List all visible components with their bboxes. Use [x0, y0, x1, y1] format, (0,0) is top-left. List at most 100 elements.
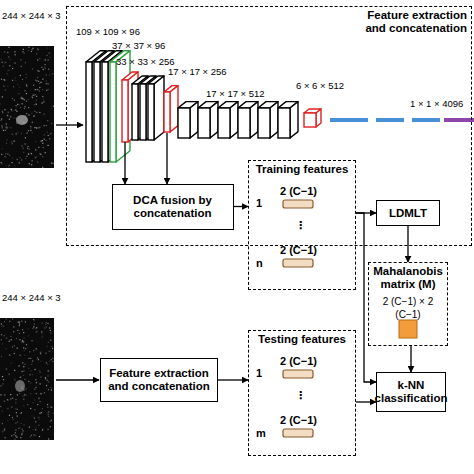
noise-dot [2, 127, 3, 128]
noise-dot [14, 353, 15, 354]
noise-dot [16, 437, 17, 438]
noise-dot [48, 89, 49, 90]
process-box: Feature extraction and concatenation [100, 358, 218, 402]
feature-vector [283, 200, 313, 208]
noise-dot [23, 341, 24, 342]
noise-dot [33, 116, 34, 117]
cnn-slab [148, 76, 164, 140]
slab-front [258, 108, 270, 138]
noise-dot [44, 328, 45, 329]
noise-dot [33, 429, 34, 430]
noise-dot [24, 108, 25, 109]
noise-dot [46, 74, 47, 75]
noise-dot [20, 437, 21, 438]
noise-dot [2, 325, 3, 326]
noise-dot [45, 353, 46, 354]
noise-dot [37, 89, 38, 90]
noise-dot [50, 406, 51, 407]
noise-dot [19, 322, 20, 323]
noise-dot [36, 80, 37, 81]
noise-dot [6, 318, 7, 319]
noise-dot [6, 338, 7, 339]
noise-dot [39, 371, 40, 372]
noise-dot [14, 141, 15, 142]
noise-dot [51, 133, 52, 134]
noise-dot [46, 83, 47, 84]
noise-dot [42, 167, 43, 168]
noise-dot [33, 402, 34, 403]
noise-dot [17, 394, 18, 395]
noise-dot [37, 162, 38, 163]
noise-dot [42, 337, 43, 338]
noise-dot [51, 407, 52, 408]
noise-dot [19, 87, 20, 88]
noise-dot [9, 374, 10, 375]
noise-dot [7, 127, 8, 128]
noise-dot [38, 359, 39, 360]
noise-dot [13, 118, 14, 119]
noise-dot [34, 111, 35, 112]
noise-dot [12, 68, 13, 69]
slab-side [170, 86, 178, 132]
noise-dot [27, 404, 28, 405]
noise-dot [34, 418, 35, 419]
noise-dot [40, 353, 41, 354]
noise-dot [44, 125, 45, 126]
noise-dot [9, 415, 10, 416]
noise-dot [14, 63, 15, 64]
noise-dot [47, 380, 48, 381]
noise-dot [22, 432, 23, 433]
noise-dot [31, 364, 32, 365]
noise-dot [8, 112, 9, 113]
noise-dot [22, 362, 23, 363]
noise-dot [6, 124, 7, 125]
noise-dot [48, 414, 49, 415]
noise-dot [26, 85, 27, 86]
noise-dot [45, 378, 46, 379]
feature-vector [283, 429, 313, 437]
noise-dot [24, 143, 25, 144]
noise-dot [31, 415, 32, 416]
noise-dot [36, 127, 37, 128]
noise-dot [16, 111, 17, 112]
noise-dot [22, 98, 23, 99]
noise-dot [23, 347, 24, 348]
noise-dot [41, 331, 42, 332]
noise-dot [35, 103, 36, 104]
noise-dot [50, 340, 51, 341]
noise-dot [20, 75, 21, 76]
dimension-label: 2 (C−1) [280, 186, 317, 197]
cnn-slab [132, 76, 148, 140]
noise-dot [23, 332, 24, 333]
dimension-label: 2 (C−1) [280, 415, 317, 426]
noise-dot [40, 401, 41, 402]
slab-side [146, 76, 156, 140]
noise-dot [3, 85, 4, 86]
noise-dot [25, 137, 26, 138]
slab-front [110, 62, 116, 162]
noise-dot [5, 153, 6, 154]
lesion-blob [15, 380, 25, 392]
noise-dot [34, 104, 35, 105]
noise-dot [41, 333, 42, 334]
noise-dot [5, 348, 6, 349]
noise-dot [36, 331, 37, 332]
noise-dot [50, 57, 51, 58]
dimension-label: 109 × 109 × 96 [76, 26, 140, 37]
noise-dot [45, 59, 46, 60]
noise-dot [3, 379, 4, 380]
fusion-box: DCA fusion by concatenation [112, 184, 234, 230]
noise-dot [47, 407, 48, 408]
noise-dot [12, 98, 13, 99]
noise-dot [47, 346, 48, 347]
noise-dot [30, 358, 31, 359]
noise-dot [29, 374, 30, 375]
noise-dot [26, 93, 27, 94]
slab-side [138, 76, 148, 140]
noise-dot [36, 332, 37, 333]
noise-dot [28, 107, 29, 108]
noise-dot [8, 47, 9, 48]
noise-dot [44, 114, 45, 115]
noise-dot [12, 134, 13, 135]
noise-dot [26, 101, 27, 102]
